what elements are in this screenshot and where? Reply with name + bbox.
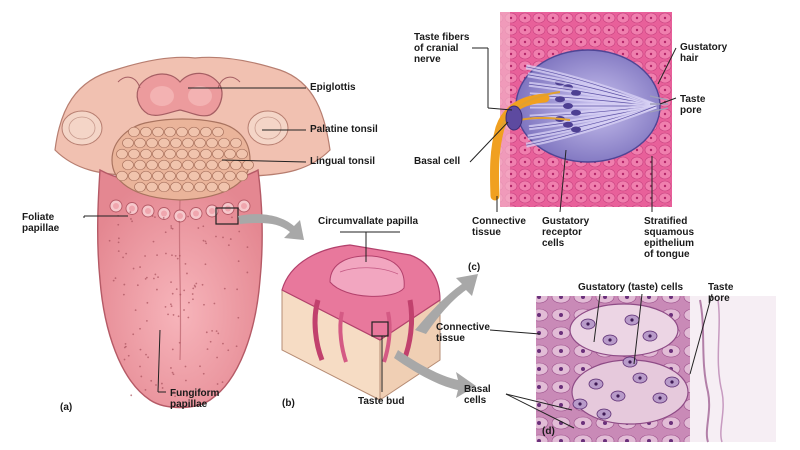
label-connective-tissue-d: Connective tissue xyxy=(436,322,490,344)
nucleus-mark xyxy=(610,390,626,402)
histology-micrograph xyxy=(536,296,776,443)
label-gustatory-taste-cells: Gustatory (taste) cells xyxy=(578,282,684,293)
label-circumvallate-papilla: Circumvallate papilla xyxy=(318,216,419,227)
taste-bud-d-upper xyxy=(569,303,679,357)
circumvallate-papilla-mark xyxy=(189,207,203,220)
leader-lines-b xyxy=(340,231,400,392)
circumvallate-papilla-mark xyxy=(237,199,251,213)
label-palatine-tonsil: Palatine tonsil xyxy=(310,124,378,135)
nucleus-mark xyxy=(622,356,638,368)
taste-bud-section xyxy=(490,12,672,207)
nucleus-mark xyxy=(602,334,618,346)
circumvallate-papilla-mark xyxy=(109,199,123,213)
taste-bud-d-lower xyxy=(571,359,689,425)
tongue-illustration xyxy=(54,56,331,409)
label-connective-tissue-c: Connective tissue xyxy=(472,216,526,238)
label-taste-fibers: Taste fibers of cranial nerve xyxy=(414,32,470,65)
panel-a-label: (a) xyxy=(60,402,73,413)
palatine-tonsil-left xyxy=(61,110,103,146)
nucleus-mark xyxy=(588,378,604,390)
callout-box-b xyxy=(371,321,389,337)
arrow-b-to-c xyxy=(415,274,478,334)
nucleus-mark xyxy=(652,392,668,404)
nucleus-mark xyxy=(596,408,612,420)
papilla-dome xyxy=(329,255,405,297)
histology-nuclei xyxy=(572,314,680,420)
leader-lines-c xyxy=(469,47,677,213)
circumvallate-papilla-mark xyxy=(125,202,139,215)
nucleus-mark xyxy=(664,376,680,388)
label-fungiform-papillae: Fungiform papillae xyxy=(170,388,220,410)
label-taste-pore-d: Taste pore xyxy=(708,282,734,304)
label-taste-bud: Taste bud xyxy=(358,396,405,407)
label-gustatory-receptor-cells: Gustatory receptor cells xyxy=(542,216,590,249)
leader-lines-a xyxy=(83,87,307,393)
label-basal-cell: Basal cell xyxy=(414,156,461,167)
gustatory-hair xyxy=(649,95,669,113)
circumvallate-papilla-mark xyxy=(205,204,219,218)
circumvallate-papillae-row xyxy=(109,199,251,223)
lingual-tonsil-bumps xyxy=(116,126,254,193)
basal-cell-c xyxy=(505,105,523,131)
arrow-a-to-b xyxy=(238,214,304,240)
label-lingual-tonsil: Lingual tonsil xyxy=(310,156,375,167)
label-taste-pore-c: Taste pore xyxy=(680,94,706,116)
label-foliate-papillae: Foliate papillae xyxy=(22,212,60,234)
panel-b-label: (b) xyxy=(282,398,295,409)
circumvallate-papilla-mark xyxy=(141,204,155,218)
papilla-block xyxy=(281,244,441,401)
nucleus-mark xyxy=(642,330,658,342)
palatine-tonsil-right xyxy=(247,110,289,146)
nucleus-mark xyxy=(572,398,588,410)
circumvallate-papilla-mark xyxy=(173,209,187,223)
circumvallate-papilla-mark xyxy=(157,207,171,220)
fungiform-papillae-dots xyxy=(108,211,249,398)
label-basal-cells: Basal cells xyxy=(464,384,491,406)
leader-lines-d xyxy=(489,293,713,429)
label-stratified-epithelium: Stratified squamous epithelium of tongue xyxy=(644,216,695,260)
label-epiglottis: Epiglottis xyxy=(310,82,356,93)
arrow-b-to-d xyxy=(394,350,476,398)
nucleus-mark xyxy=(580,318,596,330)
nucleus-mark xyxy=(632,372,648,384)
panel-d-label: (d) xyxy=(542,426,555,437)
panel-c-label: (c) xyxy=(468,262,481,273)
nucleus-mark xyxy=(624,314,640,326)
label-gustatory-hair: Gustatory hair xyxy=(680,42,728,64)
